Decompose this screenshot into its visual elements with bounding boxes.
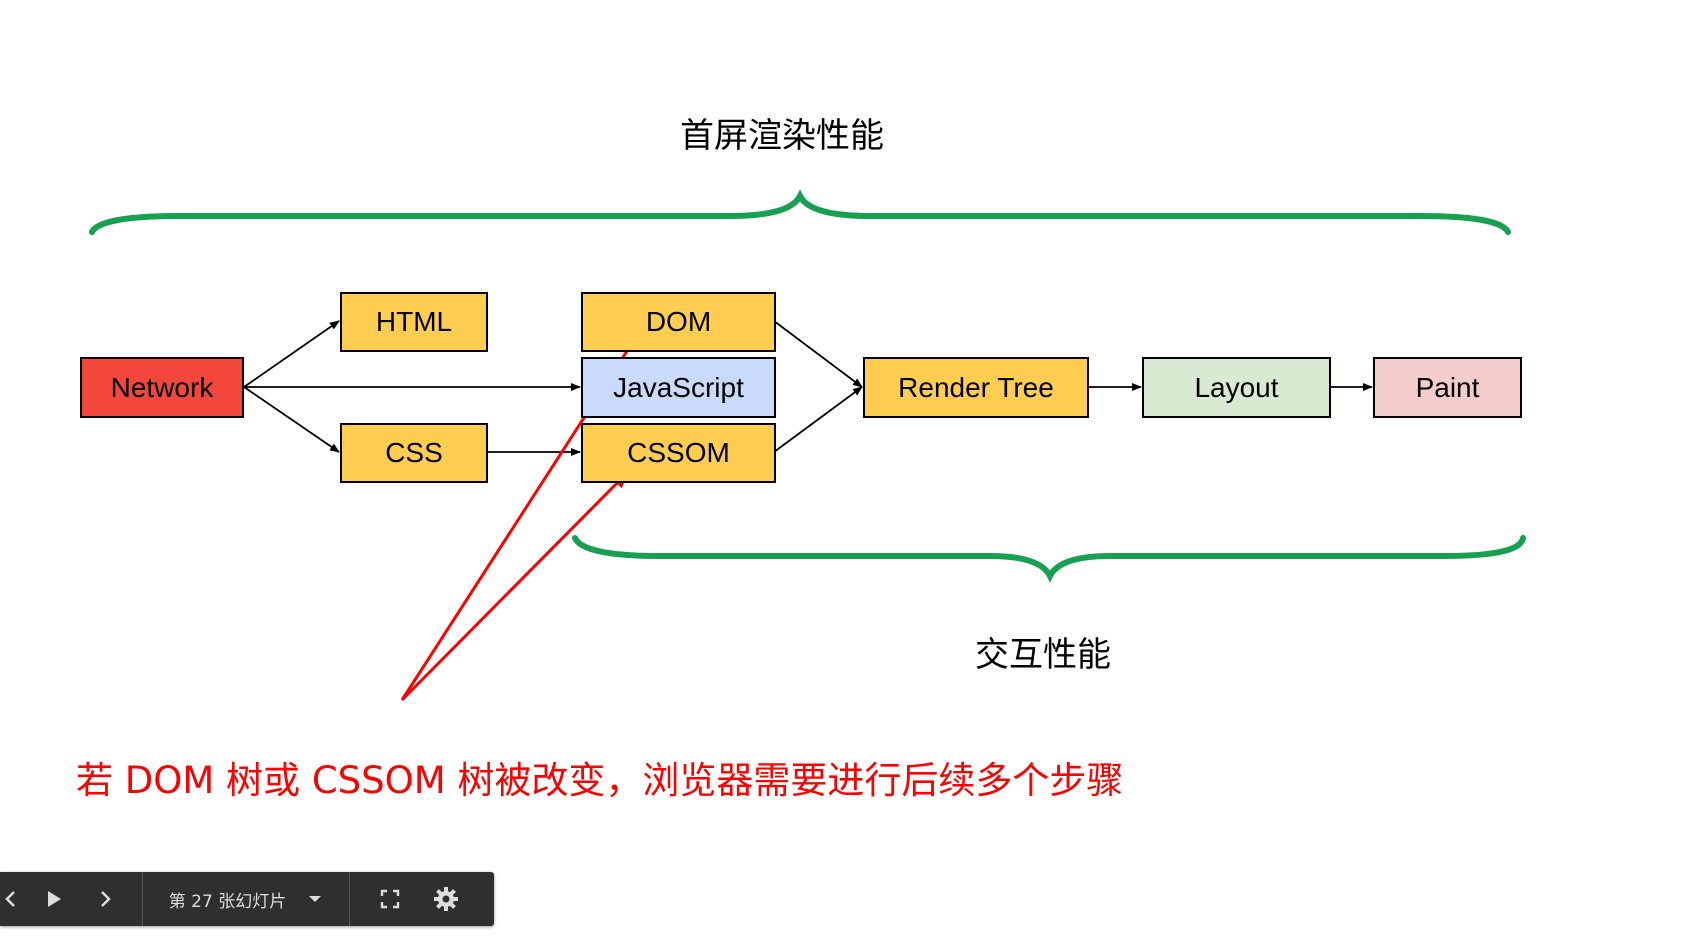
arrow-cssom-rendertree [773,386,863,453]
chevron-left-icon [5,891,15,907]
play-button[interactable] [34,872,74,926]
node-html: HTML [340,292,488,352]
slide-number-label: 第 27 张幻灯片 [168,891,287,912]
fullscreen-button[interactable] [370,872,410,926]
bottom-brace [572,535,1526,583]
slide-selector[interactable]: 第 27 张幻灯片 [143,872,348,926]
settings-button[interactable] [424,872,468,926]
node-render-tree: Render Tree [863,357,1089,418]
arrow-network-html [243,320,340,388]
arrow-network-css [243,386,340,453]
node-javascript: JavaScript [581,357,776,418]
node-layout: Layout [1142,357,1331,418]
annotation-caption: 若 DOM 树或 CSSOM 树被改变，浏览器需要进行后续多个步骤 [76,759,1124,802]
next-slide-button[interactable] [86,872,126,926]
fullscreen-icon [380,889,400,909]
arrow-dom-rendertree [773,320,863,388]
node-css: CSS [340,423,488,483]
node-cssom: CSSOM [581,423,776,483]
chevron-right-icon [101,891,111,907]
gear-icon [434,887,458,911]
top-brace [89,189,1511,235]
previous-slide-button[interactable] [0,872,20,926]
node-paint: Paint [1373,357,1522,418]
node-dom: DOM [581,292,776,352]
toolbar-divider [142,872,143,926]
node-network: Network [80,357,244,418]
annotation-arrow-cssom [400,470,630,702]
interaction-title: 交互性能 [975,635,1111,675]
presentation-toolbar: 第 27 张幻灯片 [0,872,494,926]
play-icon [48,891,61,907]
toolbar-divider [349,872,350,926]
caret-down-icon [309,896,322,902]
first-paint-title: 首屏渲染性能 [680,116,884,156]
